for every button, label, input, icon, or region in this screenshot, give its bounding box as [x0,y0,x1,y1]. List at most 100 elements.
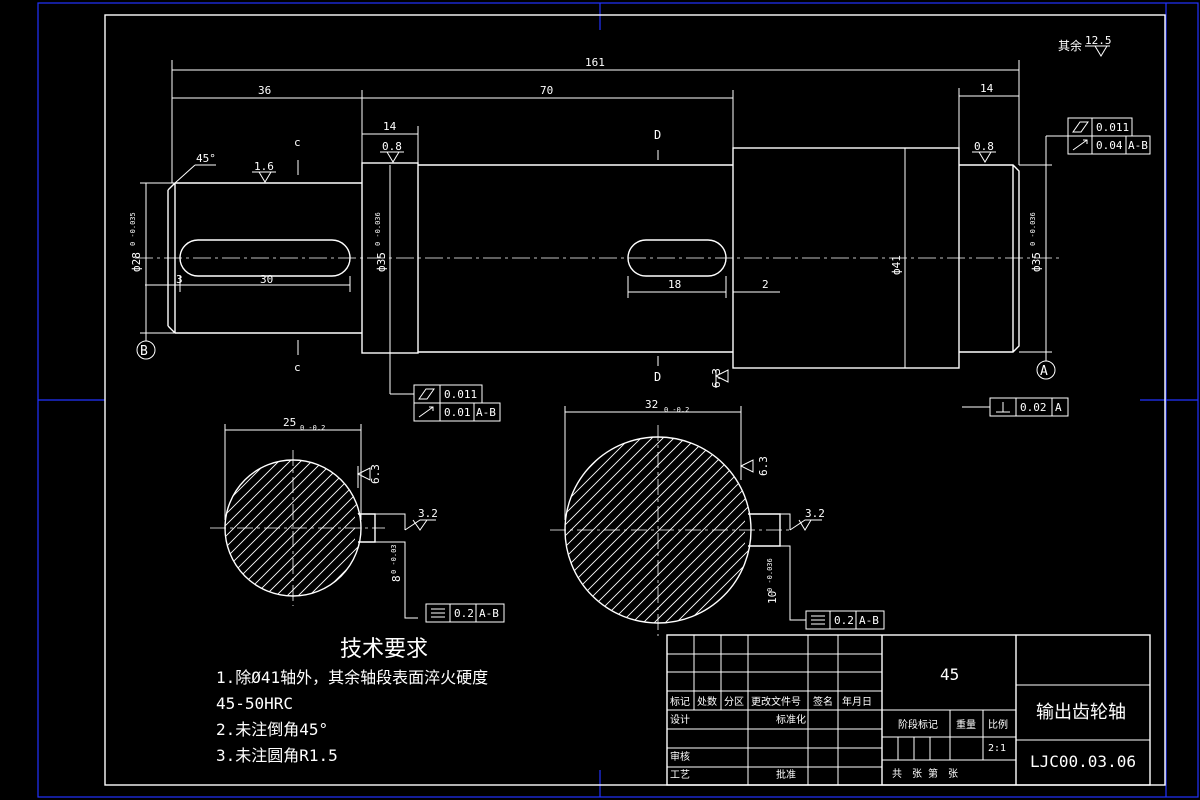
tb-stage: 阶段标记 [898,718,938,731]
dim-seg1: 36 [258,84,271,97]
hatch-line [225,460,248,596]
hatch-line [565,437,654,623]
dim-dia-left: ф28 0 -0.035 [129,212,143,272]
hatch-line [686,437,751,623]
section-d-width: 32 [645,398,658,411]
tech-req-heading: 技术要求 [340,637,428,662]
gdt-frame-3 [962,397,1069,417]
hatch-line [308,460,361,596]
gdt-4: 0.2 [454,607,474,620]
gdt-5-ref: A-B [859,614,879,627]
hatch-line [609,437,751,623]
dim-keyway1-offset: 3 [176,273,183,286]
hatch-line [225,460,303,596]
hatch-line [275,460,361,596]
hatch-line [297,460,361,596]
dim-dia-seat: ф35 0 -0.036 [374,212,388,272]
roughness-r1: 1.6 [254,160,274,173]
svg-text:ф35: ф35 [1030,252,1043,272]
svg-text:ф35: ф35 [375,252,388,272]
section-mark-d-bottom: D [654,370,661,384]
shaft-main-view [135,147,1060,369]
svg-text:10: 10 [766,591,779,604]
tb-process: 工艺 [670,769,690,781]
hatch-line [675,437,751,623]
dim-seg2: 70 [540,84,553,97]
section-d-key: 10 0 -0.036 [766,558,779,604]
section-d-tol: 0 -0.2 [664,406,689,414]
svg-text:0 -0.036: 0 -0.036 [1029,212,1037,246]
tb-design: 设计 [670,713,690,726]
roughness-r2: 0.8 [382,140,402,153]
roughness-r4: 6.3 [710,368,723,388]
dim-dia-right: ф35 0 -0.036 [1029,212,1043,272]
hatch-line [225,460,292,596]
hatch-line [565,437,632,623]
svg-text:0 -0.03: 0 -0.03 [390,544,398,574]
hatch-line [565,437,577,623]
svg-text:0 -0.036: 0 -0.036 [374,212,382,246]
gdt-3-ref: A [1055,401,1062,414]
title-block [666,634,1151,786]
gdt-1b: 0.04 [1096,139,1123,152]
tb-weight: 重量 [956,718,976,731]
section-d-view [550,406,885,636]
tb-review: 审核 [670,750,690,763]
general-roughness: 其余 12.5 [1058,34,1112,57]
hatch-line [642,437,751,623]
gdt-5: 0.2 [834,614,854,627]
svg-text:12.5: 12.5 [1085,34,1112,47]
tb-ratio: 比例 [988,718,1008,731]
tb-label-3: 更改文件号 [751,695,801,708]
tb-label-4: 签名 [813,695,833,708]
hatch-line [225,460,281,596]
gdt-4-ref: A-B [479,607,499,620]
tb-material: 45 [940,665,959,684]
gdt-1a: 0.011 [1096,121,1129,134]
section-c-key: 8 0 -0.03 [390,544,403,582]
dim-overall: 161 [585,56,605,69]
datum-b: B [136,333,156,360]
section-mark-c-bottom: c [294,361,301,374]
gdt-2b-ref: A-B [476,406,496,419]
dim-keyway1-len: 30 [260,273,273,286]
svg-text:ф41: ф41 [890,255,903,275]
section-mark-c-top: c [294,136,301,149]
section-c-rough2: 3.2 [418,507,438,520]
section-d-rough2: 3.2 [805,507,825,520]
dim-chamfer: 45° [196,152,216,165]
section-d-rough: 6.3 [757,456,770,476]
hatch-line [225,460,358,596]
tb-label-5: 年月日 [842,695,872,708]
gdt-3: 0.02 [1020,401,1047,414]
hatch-line [225,460,226,596]
hatch-line [565,437,566,623]
hatch-line [319,460,361,596]
tb-label-2: 分区 [724,696,744,708]
section-c-width: 25 [283,416,296,429]
roughness-marks [252,151,996,388]
hatch-line [225,460,325,596]
tech-req-item-2: 45-50HRC [216,694,293,713]
dim-seg-right: 14 [980,82,994,95]
svg-text:A: A [1040,364,1048,379]
dim-dia-mid: ф41 [890,255,903,275]
section-mark-d-top: D [654,128,661,142]
gdt-frame-2 [389,352,501,422]
sheet-frame [37,2,1199,798]
dim-keyway2-len: 18 [668,278,681,291]
hatch-line [341,460,361,596]
section-c-rough: 6.3 [369,464,382,484]
gdt-frame-1 [1045,117,1151,165]
section-c-tol: 0 -0.2 [300,424,325,432]
svg-text:ф28: ф28 [130,252,143,272]
gdt-2b: 0.01 [444,406,471,419]
tb-label-0: 标记 [670,696,690,708]
dim-seg-left-shoulder: 14 [383,120,397,133]
gdt-2a: 0.011 [444,388,477,401]
dimension-lines [140,60,1052,366]
hatch-line [225,460,270,596]
hatch-line [708,437,751,623]
tb-scale: 2:1 [988,743,1006,754]
